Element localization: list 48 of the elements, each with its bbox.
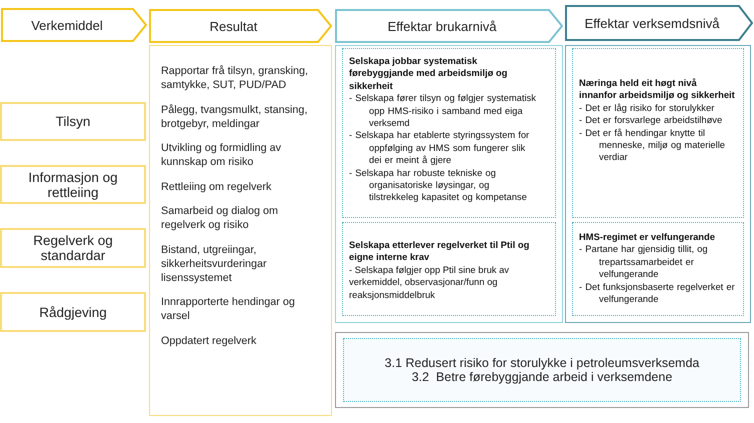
section-heading: Selskapa jobbar systematisk førebyggjande med arbeidsmiljø og sikkerheit (349, 55, 508, 92)
result-item: Samarbeid og dialog om regelverk og risiko (161, 204, 280, 232)
bullet-text: - Det funksjonsbaserte regelverket er velfungerande (579, 280, 736, 306)
tool-box (0, 228, 146, 268)
bullet-text: - Det er låg risiko for storulykker (579, 102, 716, 114)
column-header (565, 5, 753, 41)
bullet-text: - Selskapa følgjer opp Ptil sine bruk av verkemiddel, observasjonar/funn og reaksjonsmiddelbruk (349, 264, 510, 302)
result-item: Innrapporterte hendingar og varsel (161, 295, 296, 324)
result-item: Bistand, utgreiingar, sikkerheitsvurderingar lisenssystemet (161, 242, 268, 285)
tool-label: Rådgjeving (39, 304, 107, 320)
result-item: Utvikling og formidling av kunnskap om risiko (161, 141, 282, 170)
effect-box (572, 48, 744, 218)
bullet-text: - Det er forsvarlege arbeidstilhøve (579, 114, 724, 127)
result-item: Pålegg, tvangsmulkt, stansing, brotgebyr, meldingar (161, 102, 308, 131)
bullet-text: - Partane har gjensidig tillit, og trepartssamarbeidet er velfungerande (579, 243, 709, 281)
column-box (565, 45, 751, 323)
section-heading: Næringa held eit høgt nivå innanfor arbeidsmiljø og sikkerheit (579, 77, 735, 102)
goal-text: 3.1 Redusert risiko for storulykke i petroleumsverksemda (384, 356, 700, 370)
tool-label: Tilsyn (56, 114, 90, 129)
goal-box (343, 338, 741, 402)
tool-box (0, 102, 146, 141)
goal-outer-box (335, 332, 749, 408)
effect-box (342, 222, 556, 316)
column-heading: Effektar verksemdsnivå (584, 14, 720, 32)
bullet-text: - Selskapa har etablerte styringssystem for oppfølging av HMS som fungerer slik dei er meint å gjere (349, 129, 530, 167)
tool-box (0, 165, 146, 204)
tool-label: Regelverk og standardar (32, 233, 114, 263)
column-heading: Resultat (208, 18, 258, 36)
effect-box (572, 222, 744, 316)
result-item: Oppdatert regelverk (161, 334, 258, 348)
tool-box (0, 292, 146, 332)
effect-box (342, 48, 556, 218)
column-heading: Verkemiddel (30, 16, 104, 34)
tool-label: Informasjon og rettleiing (27, 170, 119, 200)
section-heading: Selskapa etterlever regelverket til Ptil og eigne interne krav (349, 239, 530, 264)
bullet-text: - Selskapa fører tilsyn og følgjer systematisk opp HMS-risiko i samband med eiga verksemd (349, 92, 537, 130)
bullet-text: - Det er få hendingar knytte til menneske, miljø og materielle verdiar (579, 126, 726, 164)
result-item: Rettleiing om regelverk (161, 180, 272, 194)
section-heading: HMS-regimet er velfungerande (579, 231, 716, 244)
bullet-text: - Selskapa har robuste tekniske og organisatoriske løysingar, og tilstrekkeleg kapasitet og kompetanse (349, 166, 528, 204)
column-header (1, 8, 147, 42)
column-heading: Effektar brukarnivå (386, 18, 498, 36)
result-list-box (149, 45, 332, 416)
column-header (335, 9, 563, 43)
result-item: Rapportar frå tilsyn, gransking, samtykke, SUT, PUD/PAD (161, 64, 310, 92)
goal-text: 3.2 Betre førebyggjande arbeid i verksemdene (412, 370, 672, 384)
column-header (149, 9, 332, 43)
column-box (335, 45, 563, 323)
